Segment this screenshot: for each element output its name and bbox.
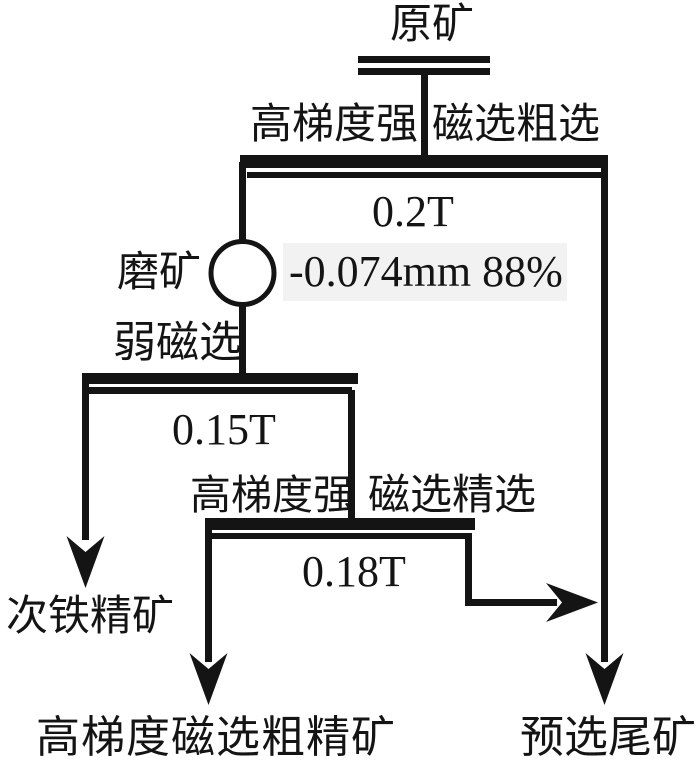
rougher-field-strength: 0.2T (372, 187, 454, 236)
cleaner-field-strength: 0.18T (302, 547, 406, 596)
weak-mag-separator-bar-bottom (88, 387, 352, 394)
rougher-separator-bar-top (240, 155, 608, 168)
feed-separator-bar-top (358, 56, 490, 63)
mill-discharge-line (239, 303, 246, 376)
weak-mag-separator-bar-top (82, 373, 358, 384)
cleaner-tailings-right-arrow-icon (546, 583, 598, 622)
rougher-label-right: 磁选粗选 (432, 102, 601, 148)
grinding-label: 磨矿 (117, 250, 202, 296)
rougher-concentrate-line (239, 162, 246, 241)
feed-separator-bar-bottom (358, 68, 490, 75)
cleaner-tailings-line-horizontal (465, 599, 557, 606)
cleaner-concentrate-line (205, 526, 212, 662)
cleaner-label-left: 高梯度强 (190, 472, 354, 518)
grinding-mill-circle (208, 239, 277, 307)
cleaner-concentrate-down-arrow-icon (189, 653, 228, 705)
weak-mag-middlings-line (348, 390, 355, 520)
cleaner-tailings-line-vertical (465, 533, 472, 606)
weak-mag-concentrate-line (82, 380, 89, 540)
rougher-tailings-line (601, 162, 608, 662)
concentrate-down-arrow-icon (66, 536, 105, 588)
rougher-separator-bar-bottom (247, 172, 601, 178)
rougher-label-left: 高梯度强 (250, 102, 419, 148)
fineness-highlight (283, 243, 567, 301)
grinding-fineness: -0.074mm 88% (289, 247, 563, 296)
tailings-down-arrow-icon (585, 653, 624, 705)
weak-mag-field-strength: 0.15T (172, 405, 276, 454)
product-label-right: 预选尾矿 (520, 713, 696, 762)
cleaner-separator-bar-top (205, 518, 475, 530)
cleaner-label-right: 磁选精选 (368, 473, 537, 519)
weak-mag-label: 弱磁选 (113, 320, 242, 367)
product-label-left: 次铁精矿 (6, 594, 175, 640)
feed-flow-line (421, 75, 428, 160)
cleaner-separator-bar-bottom (212, 533, 469, 539)
product-label-middle: 高梯度磁选粗精矿 (36, 713, 396, 762)
feed-label: 原矿 (390, 2, 475, 48)
